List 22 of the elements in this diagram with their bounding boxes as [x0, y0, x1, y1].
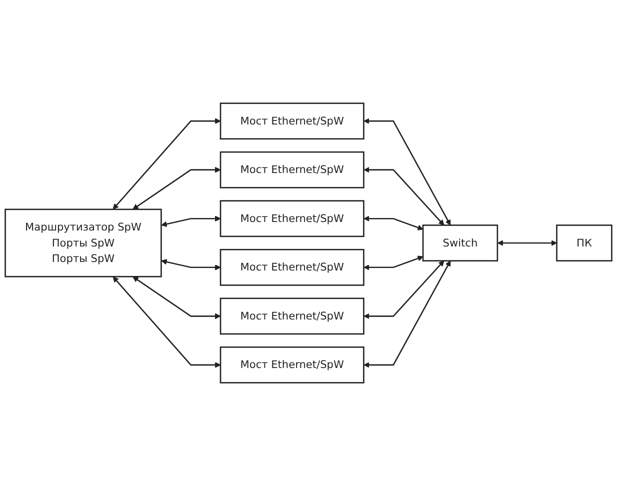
node-box: ПК	[556, 224, 612, 261]
arrow	[364, 118, 451, 225]
node-box: Мост Ethernet/SpW	[220, 346, 364, 383]
arrow	[364, 166, 444, 225]
arrow	[364, 260, 444, 319]
node-box: Маршрутизатор SpW Порты SpW Порты SpW	[4, 208, 162, 277]
arrow	[364, 255, 424, 270]
node-box: Мост Ethernet/SpW	[220, 200, 364, 237]
node-box: Мост Ethernet/SpW	[220, 150, 364, 188]
arrow	[161, 258, 221, 270]
arrow	[132, 166, 221, 209]
arrow	[112, 118, 221, 209]
node-box: Мост Ethernet/SpW	[220, 102, 364, 140]
node-box: Switch	[422, 224, 498, 261]
arrow	[132, 276, 221, 319]
arrow	[364, 260, 451, 368]
arrow	[161, 215, 221, 226]
arrow	[364, 215, 424, 230]
node-box: Мост Ethernet/SpW	[220, 297, 364, 334]
arrow	[497, 240, 558, 246]
arrow	[112, 276, 221, 368]
node-box: Мост Ethernet/SpW	[220, 248, 364, 286]
